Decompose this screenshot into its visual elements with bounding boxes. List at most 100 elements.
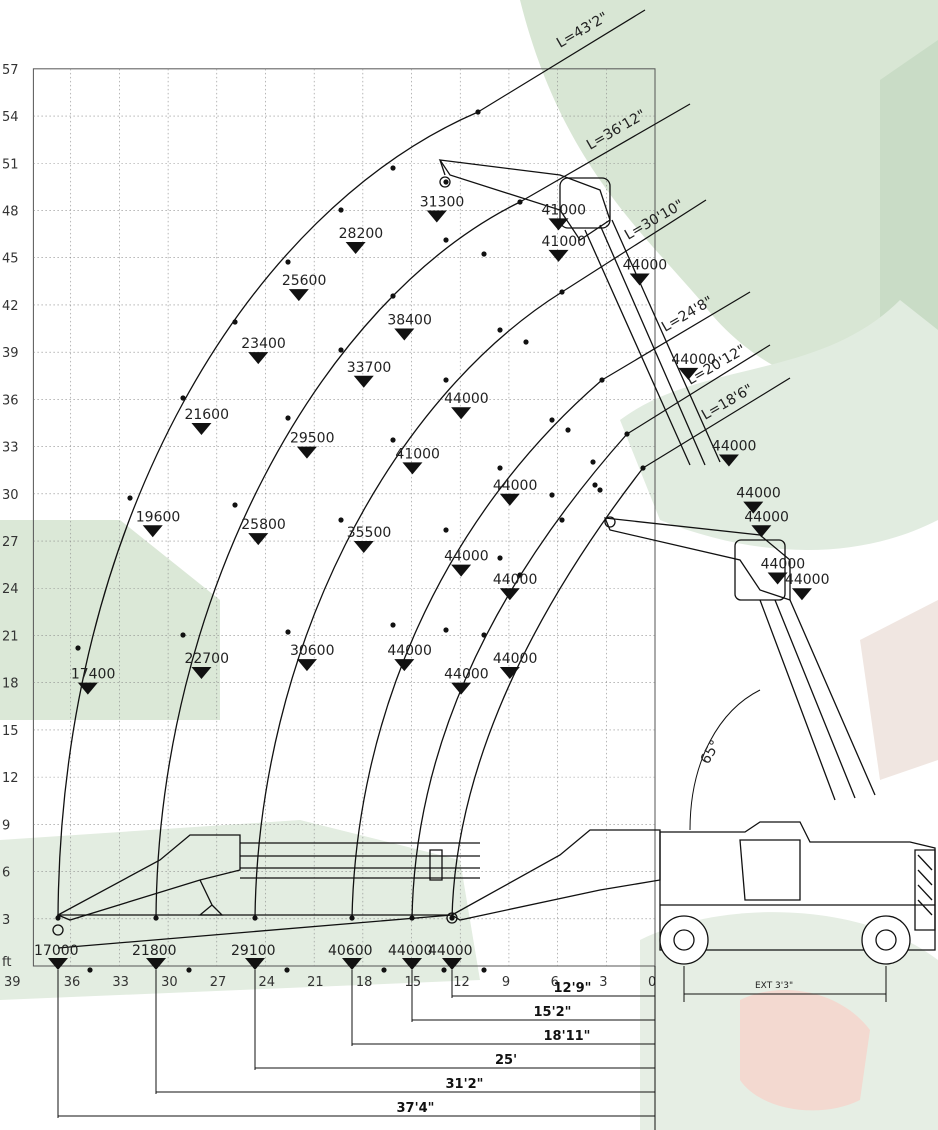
- load-marker-triangle: [288, 289, 309, 302]
- arc-point: [590, 459, 596, 465]
- load-value: 44000: [736, 486, 781, 502]
- angle-label: 65°: [698, 737, 724, 767]
- arc-point: [640, 465, 646, 471]
- arc-point: [549, 492, 555, 498]
- load-marker-triangle: [451, 682, 472, 695]
- x-tick-label: 21: [307, 975, 324, 990]
- load-marker-triangle: [353, 375, 374, 388]
- load-marker-triangle: [296, 446, 317, 459]
- load-value: 44000: [444, 391, 489, 407]
- arc-point: [390, 293, 396, 299]
- arc-point: [549, 417, 555, 423]
- arc-point: [624, 431, 630, 437]
- load-value: 30600: [290, 643, 335, 659]
- radius-dimension-label: 25': [495, 1053, 517, 1068]
- load-marker-triangle: [499, 493, 520, 506]
- load-marker-triangle: [426, 210, 447, 223]
- y-tick-label: 18: [2, 677, 19, 692]
- ext-label: EXT 3'3": [755, 981, 793, 991]
- arc-point: [449, 915, 455, 921]
- load-marker-triangle: [191, 666, 212, 679]
- arc-point: [284, 967, 290, 973]
- radius-dimension-label: 12'9": [554, 981, 592, 996]
- y-tick-label: 3: [2, 913, 10, 928]
- arc-point: [565, 427, 571, 433]
- load-value: 28200: [339, 226, 384, 242]
- x-tick-label: 36: [64, 975, 81, 990]
- carrier-vehicle: [659, 821, 936, 965]
- bottom-load-triangle: [442, 958, 462, 970]
- load-marker-triangle: [345, 241, 366, 254]
- load-value: 44000: [712, 438, 757, 454]
- load-marker-triangle: [394, 328, 415, 341]
- y-tick-label: 15: [2, 724, 19, 739]
- load-value: 44000: [493, 651, 538, 667]
- y-tick-label: 36: [2, 393, 19, 408]
- load-value: 31300: [420, 194, 465, 210]
- boom-length-label: L=18'6": [699, 381, 756, 423]
- arc-point: [559, 289, 565, 295]
- arc-15: [451, 467, 644, 919]
- load-marker-triangle: [499, 666, 520, 679]
- load-marker-triangle: [629, 273, 650, 286]
- load-marker-triangle: [743, 501, 764, 514]
- arc-point: [338, 207, 344, 213]
- load-value: 44000: [444, 667, 489, 683]
- arc-point: [390, 437, 396, 443]
- load-marker-triangle: [248, 533, 269, 546]
- arc-point: [481, 632, 487, 638]
- radius-dimension-label: 31'2": [446, 1077, 484, 1092]
- arc-point: [232, 502, 238, 508]
- load-value: 44000: [744, 509, 789, 525]
- load-value: 25800: [241, 517, 286, 533]
- arc-point: [443, 377, 449, 383]
- y-tick-label: 48: [2, 204, 19, 219]
- arc-point: [597, 487, 603, 493]
- y-tick-label: 21: [2, 629, 19, 644]
- arc-point: [338, 347, 344, 353]
- arc-point: [285, 259, 291, 265]
- y-tick-label: 39: [2, 346, 19, 361]
- angle-arc: [689, 689, 761, 831]
- y-tick-label: 6: [2, 866, 10, 881]
- load-value: 44000: [493, 572, 538, 588]
- boom-length-label: L=30'10": [622, 197, 687, 244]
- load-value: 44000: [671, 352, 716, 368]
- y-tick-label: 27: [2, 535, 19, 550]
- grid: [32, 68, 656, 967]
- arc-point: [559, 517, 565, 523]
- radius-arcs: [57, 111, 644, 919]
- y-tick-label: 57: [2, 63, 19, 78]
- load-marker-triangle: [191, 422, 212, 435]
- x-tick-label: 6: [551, 975, 559, 990]
- load-marker-triangle: [77, 682, 98, 695]
- boom-length-label: L=43'2": [554, 9, 611, 51]
- bottom-load-value: 44000: [388, 943, 433, 959]
- arc-point: [523, 339, 529, 345]
- y-tick-label: 42: [2, 299, 19, 314]
- y-tick-label: 33: [2, 441, 19, 456]
- load-value: 38400: [387, 313, 432, 329]
- bottom-load-triangle: [342, 958, 362, 970]
- y-tick-label: 45: [2, 252, 19, 267]
- load-marker-triangle: [394, 659, 415, 672]
- load-marker-triangle: [451, 407, 472, 420]
- load-value: 33700: [347, 360, 392, 376]
- load-marker-triangle: [751, 525, 772, 538]
- y-tick-label: 24: [2, 582, 19, 597]
- arc-point: [75, 645, 81, 651]
- arc-point: [349, 915, 355, 921]
- load-marker-triangle: [548, 249, 569, 262]
- load-marker-triangle: [499, 588, 520, 601]
- load-value: 22700: [184, 651, 229, 667]
- x-tick-label: 30: [161, 975, 178, 990]
- arc-point: [443, 627, 449, 633]
- radius-dimension-label: 15'2": [534, 1005, 572, 1020]
- arc-point: [55, 915, 61, 921]
